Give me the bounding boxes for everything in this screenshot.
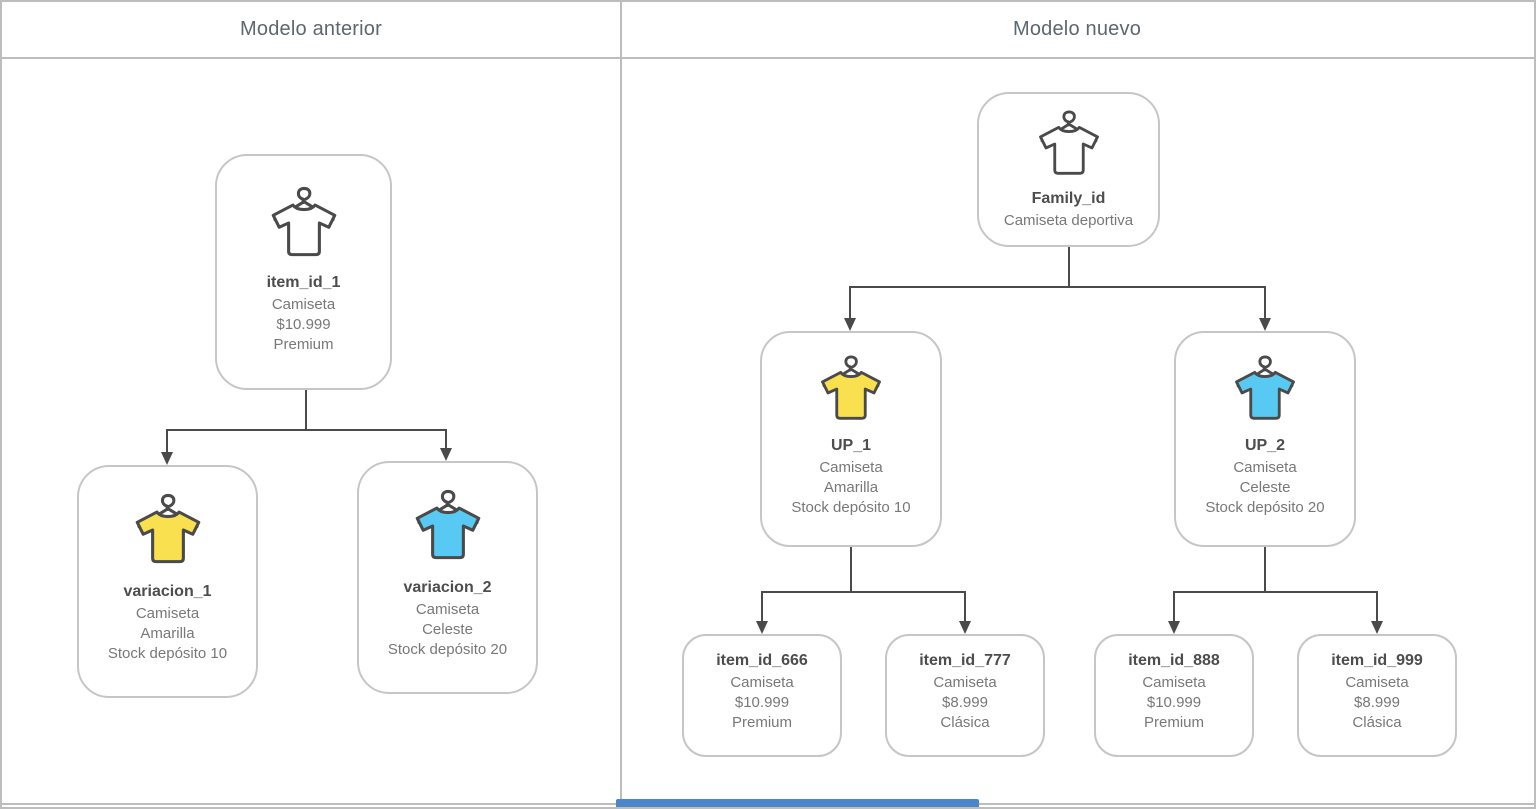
card-variacion-2: variacion_2 Camiseta Celeste Stock depós… (357, 461, 538, 694)
card-line: Camiseta (415, 601, 480, 618)
connector-line (166, 429, 447, 431)
arrow-down-icon (756, 621, 768, 634)
connector-line (305, 390, 307, 429)
card-line: $10.999 (1146, 694, 1202, 711)
tshirt-yellow-icon (135, 493, 200, 564)
arrow-down-icon (1259, 318, 1271, 331)
tshirt-blue-icon (1235, 355, 1295, 420)
card-line: $10.999 (734, 694, 790, 711)
card-up-1: UP_1 Camiseta Amarilla Stock depósito 10 (760, 331, 942, 547)
card-line: Camiseta (730, 674, 794, 691)
connector-line (761, 591, 763, 623)
tshirt-blue-icon (415, 489, 480, 560)
connector-line (1376, 591, 1378, 623)
card-item-id-999: item_id_999 Camiseta $8.999 Clásica (1297, 634, 1457, 757)
card-line: Stock depósito 10 (107, 645, 228, 662)
card-line: Camiseta (1233, 459, 1297, 476)
connector-line (1173, 591, 1378, 593)
card-item-id-888: item_id_888 Camiseta $10.999 Premium (1094, 634, 1254, 757)
header-modelo-anterior: Modelo anterior (240, 18, 382, 40)
connector-line (849, 286, 1266, 288)
connector-line (1173, 591, 1175, 623)
card-line: Clásica (940, 714, 990, 731)
card-title: item_id_888 (1128, 652, 1220, 669)
card-line: Camiseta (933, 674, 997, 691)
card-line: Camiseta (819, 459, 883, 476)
arrow-down-icon (1168, 621, 1180, 634)
tshirt-white-icon (1038, 110, 1099, 175)
connector-line (849, 286, 851, 320)
table-header-row: Modelo anterior Modelo nuevo (2, 2, 1534, 59)
tshirt-yellow-icon (821, 355, 881, 420)
card-line: Clásica (1352, 714, 1402, 731)
column-divider (620, 2, 622, 803)
horizontal-scrollbar-thumb[interactable] (616, 799, 979, 807)
card-line: Stock depósito 10 (791, 499, 911, 516)
connector-line (964, 591, 966, 623)
card-line: Camiseta (271, 296, 336, 313)
card-line: Celeste (422, 621, 473, 638)
card-title: item_id_777 (919, 652, 1011, 669)
arrow-down-icon (959, 621, 971, 634)
header-modelo-nuevo: Modelo nuevo (1012, 18, 1142, 40)
connector-line (1264, 286, 1266, 320)
tshirt-white-icon (271, 186, 336, 257)
card-line: $8.999 (942, 694, 988, 711)
connector-line (166, 429, 168, 454)
card-title: variacion_2 (403, 579, 492, 596)
card-title: item_id_999 (1331, 652, 1423, 669)
card-line: Amarilla (823, 479, 879, 496)
connector-line (761, 591, 966, 593)
card-title: Family_id (1031, 190, 1106, 207)
arrow-down-icon (1371, 621, 1383, 634)
card-family-id: Family_id Camiseta deportiva (977, 92, 1160, 247)
card-up-2: UP_2 Camiseta Celeste Stock depósito 20 (1174, 331, 1356, 547)
card-title: UP_2 (1244, 437, 1286, 454)
connector-line (445, 429, 447, 450)
card-title: item_id_1 (266, 274, 341, 291)
card-variacion-1: variacion_1 Camiseta Amarilla Stock depó… (77, 465, 258, 698)
connector-line (1264, 547, 1266, 591)
card-line: Stock depósito 20 (1205, 499, 1325, 516)
connector-line (850, 547, 852, 591)
card-line: Premium (731, 714, 792, 731)
card-line: Camiseta (1345, 674, 1409, 691)
card-title: item_id_666 (716, 652, 808, 669)
card-line: $10.999 (276, 316, 331, 333)
arrow-down-icon (440, 448, 452, 461)
connector-line (1068, 247, 1070, 288)
card-line: Premium (273, 336, 334, 353)
card-line: Camiseta (135, 605, 200, 622)
card-line: Amarilla (140, 625, 195, 642)
card-line: Camiseta (1142, 674, 1206, 691)
card-line: Camiseta deportiva (1003, 212, 1134, 229)
card-title: variacion_1 (123, 583, 212, 600)
card-item-id-1: item_id_1 Camiseta $10.999 Premium (215, 154, 392, 390)
card-line: Celeste (1239, 479, 1291, 496)
arrow-down-icon (161, 452, 173, 465)
arrow-down-icon (844, 318, 856, 331)
card-line: $8.999 (1354, 694, 1400, 711)
card-item-id-666: item_id_666 Camiseta $10.999 Premium (682, 634, 842, 757)
card-item-id-777: item_id_777 Camiseta $8.999 Clásica (885, 634, 1045, 757)
card-line: Premium (1143, 714, 1204, 731)
card-line: Stock depósito 20 (387, 641, 508, 658)
card-title: UP_1 (830, 437, 872, 454)
